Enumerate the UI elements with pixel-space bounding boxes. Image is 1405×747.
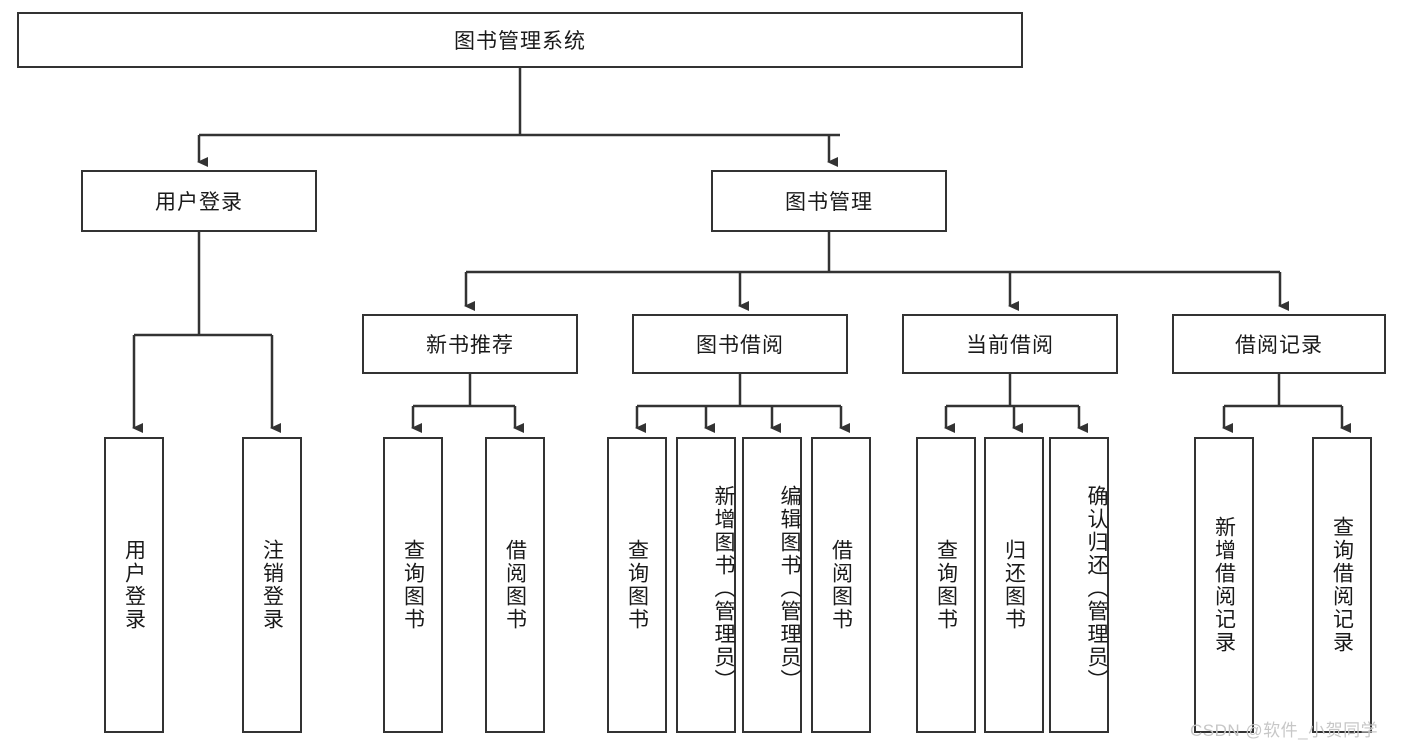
leaf-record-add-record[interactable]: 新增借阅记录 [1194, 437, 1254, 733]
node-label: 图书借阅 [696, 334, 784, 357]
node-label: 查询图书 [401, 539, 425, 631]
node-label: 新增图书（管理员） [712, 484, 735, 692]
node-label: 确认归还（管理员） [1085, 484, 1108, 692]
node-label: 查询借阅记录 [1330, 516, 1354, 654]
leaf-current-return-book[interactable]: 归还图书 [984, 437, 1044, 733]
leaf-borrow-edit-book-admin[interactable]: 编辑图书（管理员） [742, 437, 802, 733]
node-book-management[interactable]: 图书管理 [711, 170, 947, 232]
leaf-user-login-logout[interactable]: 注销登录 [242, 437, 302, 733]
node-label: 查询图书 [625, 539, 649, 631]
leaf-borrow-add-book-admin[interactable]: 新增图书（管理员） [676, 437, 736, 733]
node-label: 用户登录 [155, 191, 243, 214]
node-label: 借阅图书 [503, 539, 527, 631]
leaf-borrow-borrow-book[interactable]: 借阅图书 [811, 437, 871, 733]
node-borrow-record[interactable]: 借阅记录 [1172, 314, 1386, 374]
node-label: 图书管理 [785, 191, 873, 214]
node-label: 用户登录 [122, 539, 146, 631]
leaf-recommend-query-book[interactable]: 查询图书 [383, 437, 443, 733]
node-label: 图书管理系统 [454, 30, 586, 53]
node-current-borrow[interactable]: 当前借阅 [902, 314, 1118, 374]
node-label: 新书推荐 [426, 334, 514, 357]
leaf-current-query-book[interactable]: 查询图书 [916, 437, 976, 733]
leaf-record-query-record[interactable]: 查询借阅记录 [1312, 437, 1372, 733]
node-label: 借阅记录 [1235, 334, 1323, 357]
watermark-csdn: CSDN @软件_小贺同学 [1190, 721, 1379, 740]
node-label: 归还图书 [1002, 539, 1026, 631]
leaf-user-login-login[interactable]: 用户登录 [104, 437, 164, 733]
node-label: 当前借阅 [966, 334, 1054, 357]
node-label: 新增借阅记录 [1212, 516, 1236, 654]
leaf-recommend-borrow-book[interactable]: 借阅图书 [485, 437, 545, 733]
node-user-login[interactable]: 用户登录 [81, 170, 317, 232]
node-label: 注销登录 [260, 539, 284, 631]
leaf-borrow-query-book[interactable]: 查询图书 [607, 437, 667, 733]
node-label: 编辑图书（管理员） [778, 484, 801, 692]
node-root-system[interactable]: 图书管理系统 [17, 12, 1023, 68]
node-book-borrow[interactable]: 图书借阅 [632, 314, 848, 374]
leaf-current-confirm-return-admin[interactable]: 确认归还（管理员） [1049, 437, 1109, 733]
node-new-book-recommend[interactable]: 新书推荐 [362, 314, 578, 374]
node-label: 查询图书 [934, 539, 958, 631]
node-label: 借阅图书 [829, 539, 853, 631]
